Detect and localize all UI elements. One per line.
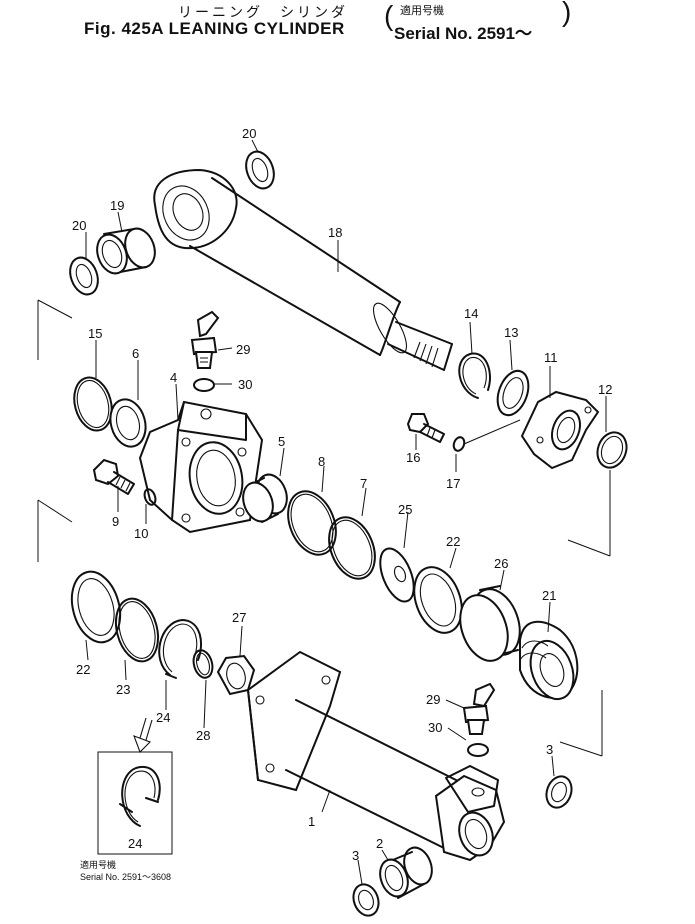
- bracket-11: [520, 390, 600, 470]
- seal-6: [109, 398, 147, 448]
- callout-23: 23: [116, 682, 130, 697]
- leader-lines: [85, 139, 607, 885]
- callout-10: 10: [134, 526, 148, 541]
- serial-note-text: 適用号機: [400, 5, 444, 17]
- seal-3-right: [545, 775, 573, 809]
- serial-range: Serial No. 2591～): [394, 0, 571, 44]
- callout-24-inset: 24: [128, 836, 142, 851]
- seal-3-bottom: [352, 883, 380, 917]
- callout-24: 24: [156, 710, 170, 725]
- callout-30-top: 30: [238, 377, 252, 392]
- washer-25: [379, 547, 415, 603]
- piston-rod-18: [153, 168, 453, 371]
- open-paren: (: [384, 0, 394, 31]
- callout-28: 28: [196, 728, 210, 743]
- callout-21: 21: [542, 588, 556, 603]
- seal-22-right: [413, 566, 463, 634]
- callout-20-top: 20: [242, 126, 256, 141]
- callout-6: 6: [132, 346, 139, 361]
- callout-5: 5: [278, 434, 285, 449]
- callout-27: 27: [232, 610, 246, 625]
- oring-30-bottom: [467, 743, 489, 757]
- ring-8: [287, 490, 337, 556]
- callout-11: 11: [544, 350, 558, 365]
- assembly-brackets: [37, 299, 611, 757]
- figure-title: Fig. 425A LEANING CYLINDER: [84, 19, 345, 38]
- oring-30-top: [193, 378, 215, 392]
- seal-13: [496, 369, 530, 417]
- callout-3-bottom: 3: [352, 848, 359, 863]
- ring-23: [114, 597, 160, 663]
- callout-20-left: 20: [72, 218, 86, 233]
- callout-1: 1: [308, 814, 315, 829]
- callout-9: 9: [112, 514, 119, 529]
- callout-13: 13: [504, 325, 518, 340]
- inset-serial-note: 適用号機: [80, 859, 116, 870]
- callout-12: 12: [598, 382, 612, 397]
- callout-29-top: 29: [236, 342, 250, 357]
- callout-22-left: 22: [76, 662, 90, 677]
- callout-19: 19: [110, 198, 124, 213]
- snap-ring-24: [158, 619, 202, 679]
- ring-15: [73, 376, 113, 432]
- inset-serial-range: Serial No. 2591～3608: [80, 872, 171, 882]
- bolt-16: [406, 413, 445, 443]
- serial-note: ( 適用号機: [384, 0, 444, 31]
- ring-26: [459, 585, 521, 662]
- bushing-2: [379, 846, 433, 899]
- nut-27: [216, 654, 256, 696]
- seal-22-left: [70, 570, 122, 644]
- serial-range-text: Serial No. 2591～: [394, 24, 532, 43]
- callout-7: 7: [360, 476, 367, 491]
- fitting-29-top: [190, 310, 220, 369]
- callout-18: 18: [328, 225, 342, 240]
- callout-15: 15: [88, 326, 102, 341]
- callout-26: 26: [494, 556, 508, 571]
- callout-22-right: 22: [446, 534, 460, 549]
- cylinder-tube-1: [246, 650, 506, 862]
- bushing-5: [242, 473, 288, 523]
- close-paren: ): [562, 0, 572, 27]
- callout-2: 2: [376, 836, 383, 851]
- fitting-29-bottom: [462, 682, 496, 735]
- callout-4: 4: [170, 370, 177, 385]
- callout-30-bottom: 30: [428, 720, 442, 735]
- callout-17: 17: [446, 476, 460, 491]
- seal-20-top: [245, 150, 275, 190]
- callout-8: 8: [318, 454, 325, 469]
- ring-7: [328, 516, 376, 580]
- callout-16: 16: [406, 450, 420, 465]
- bushing-19: [96, 227, 156, 275]
- arrow-to-inset: [133, 717, 153, 753]
- ring-28: [192, 649, 214, 679]
- callout-29-bottom: 29: [426, 692, 440, 707]
- gland-4: [138, 400, 264, 534]
- callout-25: 25: [398, 502, 412, 517]
- bushing-12: [596, 431, 628, 469]
- callout-labels: 20 19 20 18 15 6 4 29 30 5 8 7 25 22 26 …: [72, 126, 612, 863]
- seal-20-left: [69, 256, 99, 296]
- bolt-9: [92, 458, 135, 495]
- callout-3-right: 3: [546, 742, 553, 757]
- japanese-title: リーニング シリンダ: [178, 4, 348, 20]
- washer-10: [143, 488, 157, 506]
- piston-21: [519, 620, 579, 701]
- callout-14: 14: [464, 306, 478, 321]
- washer-17: [452, 436, 466, 452]
- snap-ring-14: [458, 352, 491, 399]
- inset-box: [97, 751, 173, 855]
